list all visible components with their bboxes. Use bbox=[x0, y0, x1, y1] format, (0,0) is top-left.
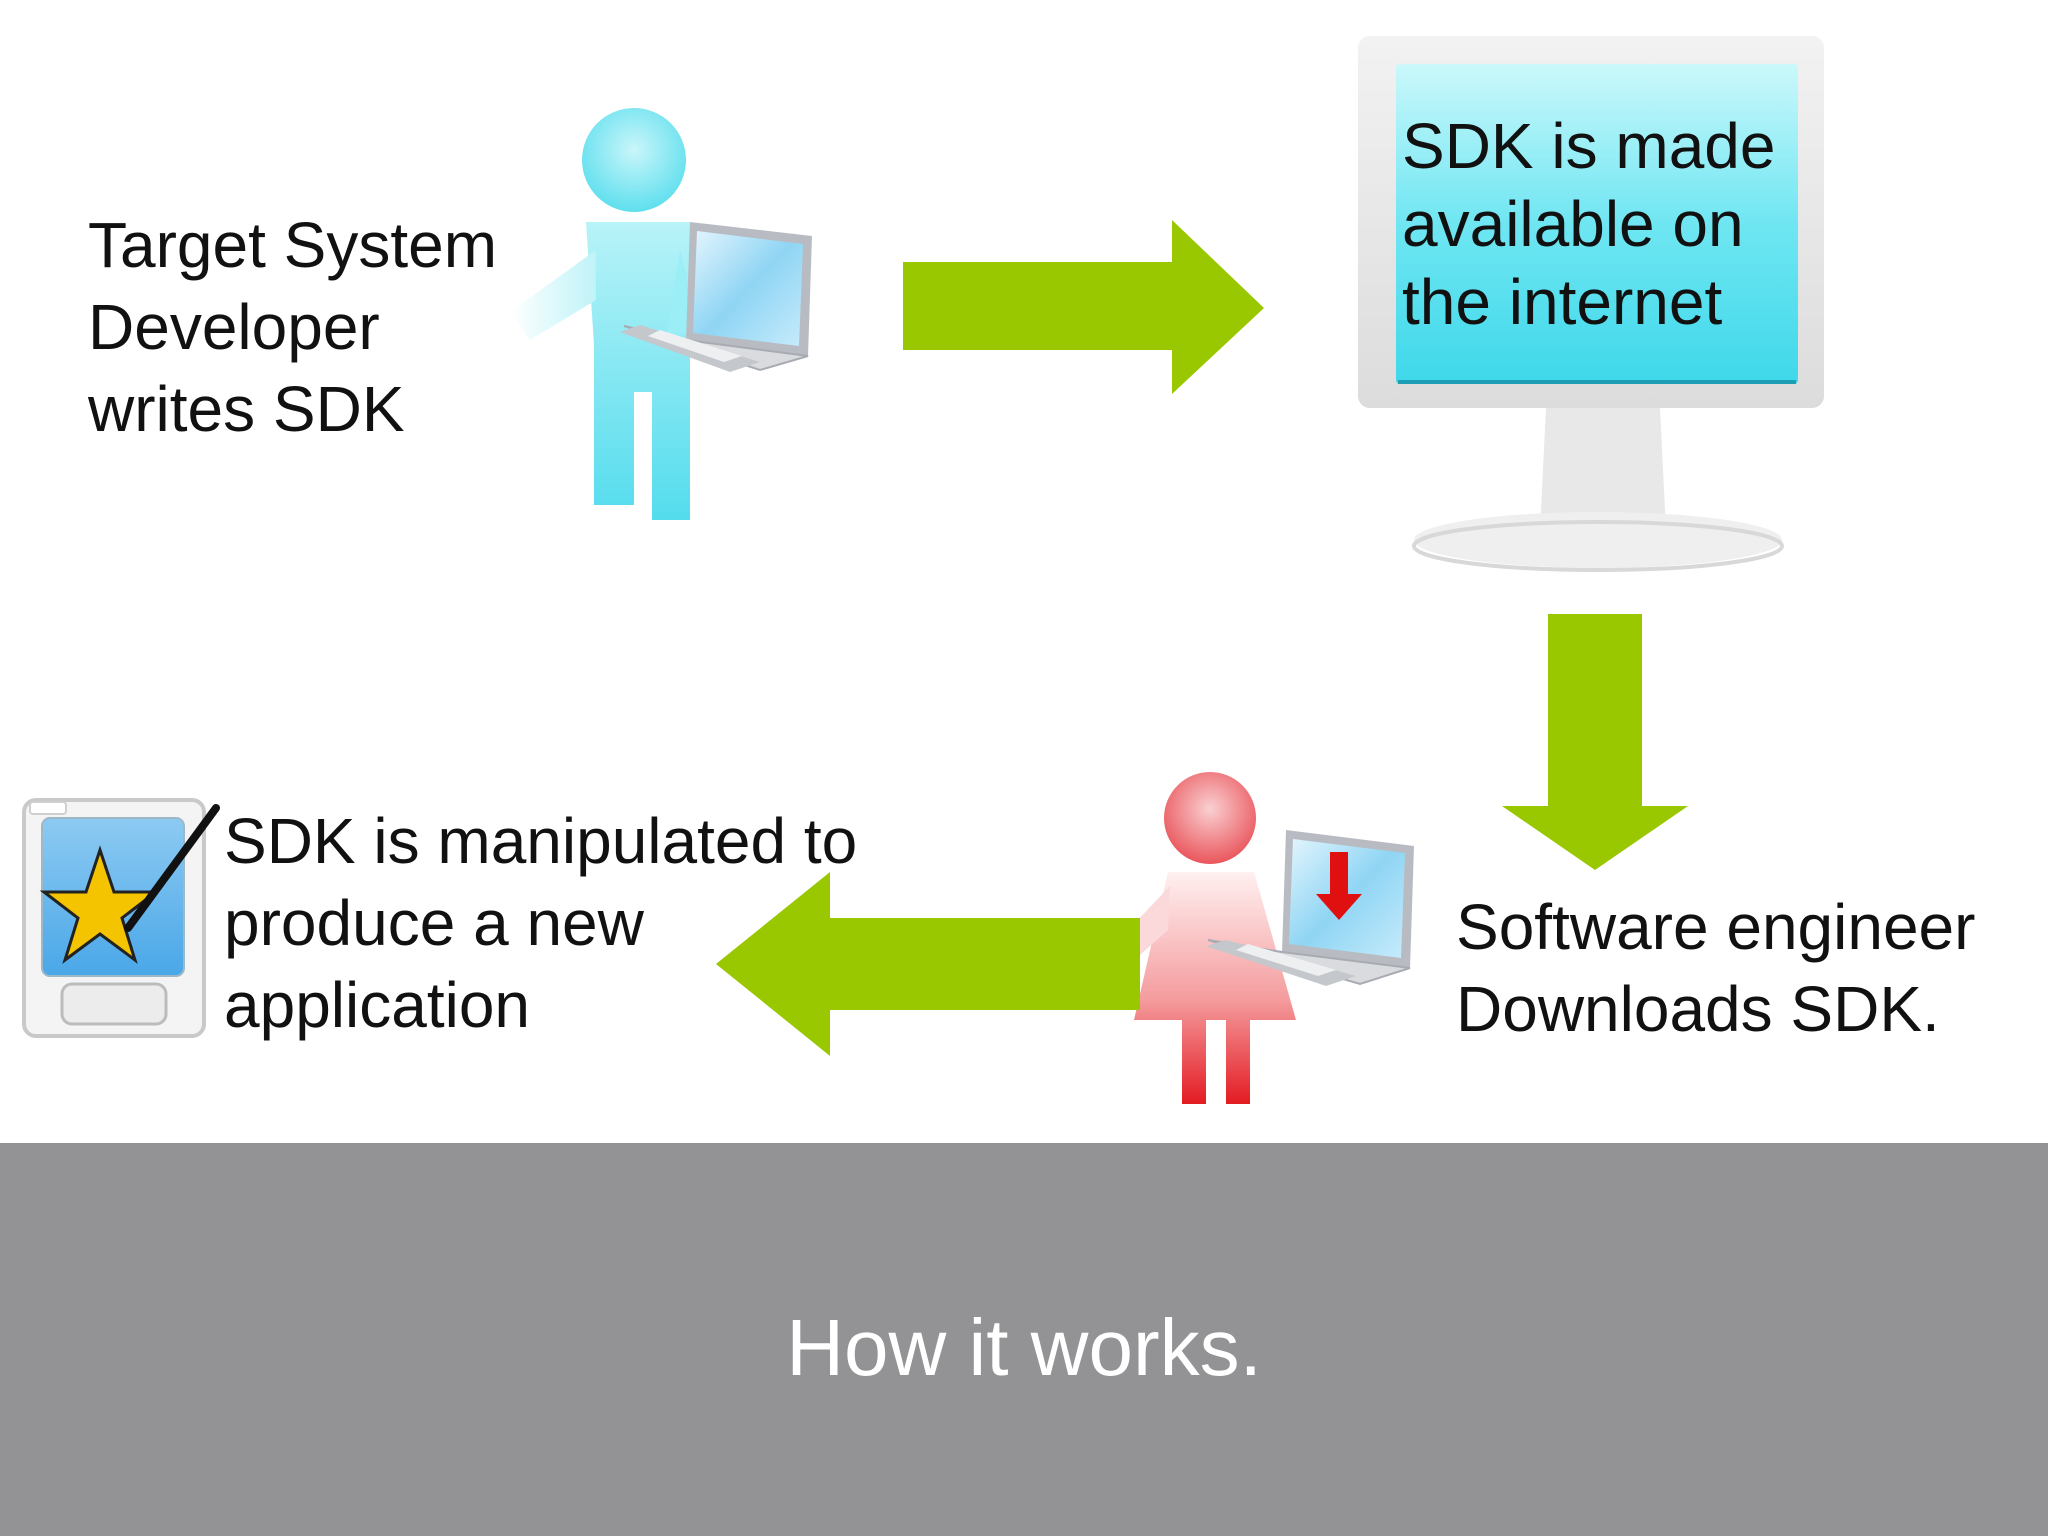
developer-person-icon bbox=[510, 108, 700, 520]
developer-label-line-2: Developer bbox=[88, 291, 380, 363]
developer-label: Target System Developer writes SDK bbox=[88, 204, 497, 450]
engineer-label-line-2: Downloads SDK. bbox=[1456, 973, 1940, 1045]
arrow-to-internet bbox=[903, 220, 1264, 394]
developer-label-line-3: writes SDK bbox=[88, 373, 405, 445]
internet-label-line-1: SDK is made bbox=[1402, 110, 1776, 182]
footer-bar bbox=[0, 1143, 2048, 1536]
internet-label-line-2: available on bbox=[1402, 188, 1744, 260]
arrow-to-engineer bbox=[1502, 614, 1688, 870]
internet-label-line-3: the internet bbox=[1402, 266, 1723, 338]
laptop-icon bbox=[620, 222, 812, 372]
engineer-label: Software engineer Downloads SDK. bbox=[1456, 886, 1975, 1050]
arrow-to-application bbox=[716, 872, 1140, 1056]
application-label-line-3: application bbox=[224, 969, 530, 1041]
engineer-label-line-1: Software engineer bbox=[1456, 891, 1976, 963]
monitor-icon bbox=[1358, 36, 1824, 572]
slide-title: How it works. bbox=[786, 1303, 1262, 1392]
download-arrow-icon bbox=[1316, 852, 1362, 920]
application-label-line-1: SDK is manipulated to bbox=[224, 805, 858, 877]
application-label-line-2: produce a new bbox=[224, 887, 644, 959]
application-label: SDK is manipulated to produce a new appl… bbox=[224, 800, 857, 1046]
stylus-icon bbox=[124, 804, 220, 932]
internet-label: SDK is made available on the internet bbox=[1402, 107, 1775, 341]
developer-label-line-1: Target System bbox=[88, 209, 498, 281]
star-icon bbox=[39, 845, 161, 964]
